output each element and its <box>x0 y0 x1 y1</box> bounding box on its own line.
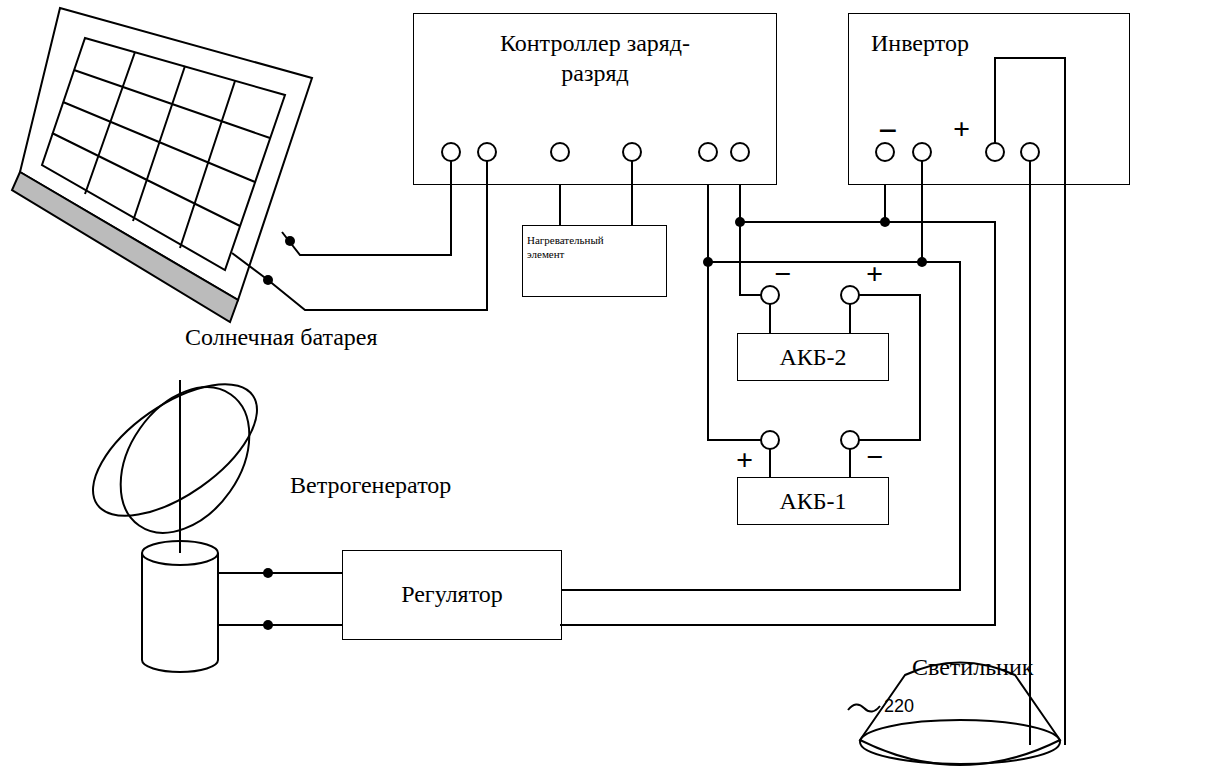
terminal <box>551 143 569 161</box>
node-text: Регулятор <box>349 579 555 609</box>
panel-grid-frame <box>42 38 285 270</box>
solar-panel <box>20 8 312 300</box>
node-text: Контроллер заряд-разряд <box>495 28 695 88</box>
wire <box>995 58 1065 745</box>
polarity-sign: − <box>866 440 883 474</box>
wire-line <box>850 295 920 477</box>
wire-dot <box>263 275 273 285</box>
part-label: Ветрогенератор <box>290 472 451 499</box>
wire <box>218 573 342 625</box>
terminal <box>623 143 641 161</box>
heater-box: Нагревательный элемент <box>522 225 667 297</box>
wire-dot <box>285 236 295 246</box>
terminal <box>841 286 859 304</box>
polarity-sign: + <box>866 257 883 291</box>
wire <box>1030 660 1065 745</box>
wire-line <box>740 185 885 222</box>
junction-dot <box>735 217 745 227</box>
panel-edge <box>12 172 238 322</box>
terminal <box>986 143 1004 161</box>
node-text: АКБ-2 <box>744 342 882 372</box>
battery-box: АКБ-1 <box>737 477 889 525</box>
node-text: АКБ-1 <box>744 486 882 516</box>
terminal <box>731 143 749 161</box>
panel-grid <box>52 52 270 248</box>
wire-dot <box>263 568 273 578</box>
polarity-sign: − <box>878 112 897 150</box>
wire <box>232 161 487 310</box>
part-label: Солнечная батарея <box>185 324 378 351</box>
wire-connector <box>708 185 770 477</box>
voltage-label: 220 <box>884 696 914 717</box>
inverter-box: Инвертор <box>848 13 1130 185</box>
terminal <box>913 143 931 161</box>
part-label: Светильник <box>912 654 1033 681</box>
wire-line <box>559 185 561 225</box>
regulator-box: Регулятор <box>342 550 562 640</box>
wind-mast <box>179 380 181 548</box>
controller-box: Контроллер заряд-разряд <box>413 13 777 185</box>
rotor <box>94 363 276 557</box>
terminal <box>442 143 460 161</box>
wire-connector <box>740 185 770 333</box>
junction-dot <box>880 217 890 227</box>
ac-symbol <box>848 704 880 711</box>
wire-line <box>708 185 770 477</box>
wire-dot <box>263 620 273 630</box>
wire-line <box>562 185 960 590</box>
wire-connector <box>562 185 960 590</box>
wire <box>560 222 995 625</box>
terminal <box>1021 143 1039 161</box>
polarity-sign: − <box>774 257 791 291</box>
node-text: Нагревательный элемент <box>527 234 637 262</box>
wire <box>631 161 633 225</box>
node-text: Инвертор <box>871 28 1107 58</box>
terminal <box>841 431 859 449</box>
wind-mast <box>179 541 181 553</box>
wire-connector <box>560 185 561 225</box>
wire <box>282 161 451 255</box>
wire-line <box>740 185 770 333</box>
wire <box>921 161 923 262</box>
polarity-sign: + <box>736 443 753 477</box>
generator-body <box>142 553 218 672</box>
junction-dot <box>703 257 713 267</box>
battery-box: АКБ-2 <box>737 333 889 381</box>
polarity-sign: + <box>953 112 970 146</box>
generator-top <box>142 541 218 565</box>
wire-connector <box>740 185 885 222</box>
junction-dot <box>917 257 927 267</box>
wire-connector <box>850 295 920 477</box>
terminal <box>699 143 717 161</box>
terminal <box>478 143 496 161</box>
terminal <box>761 431 779 449</box>
